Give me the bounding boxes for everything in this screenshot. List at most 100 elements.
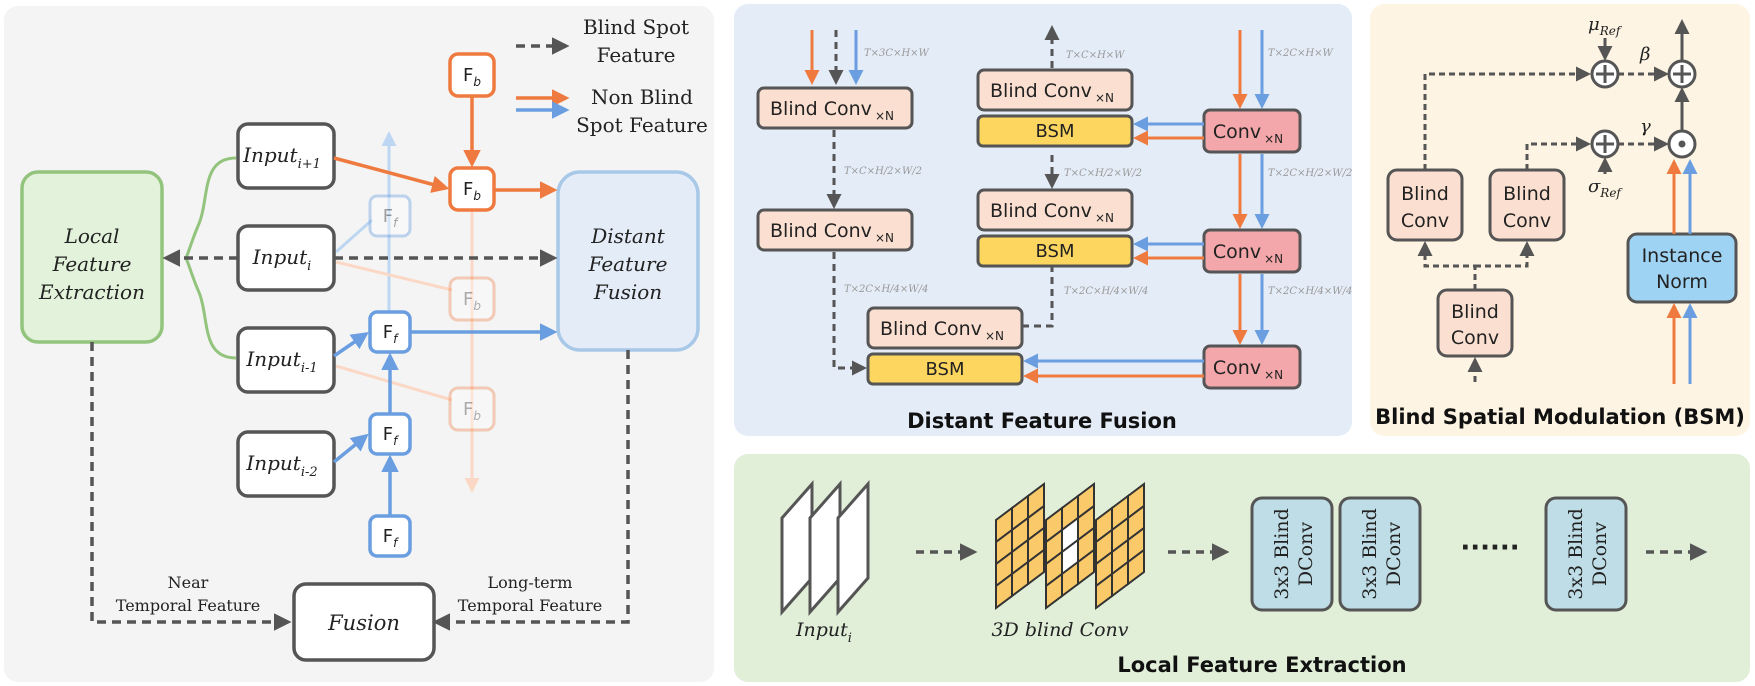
bsm-sigma-label: σRef [1588,176,1623,200]
arrow-input-iplus1-fb [333,156,450,193]
svg-text:Blind Conv×N: Blind Conv×N [770,98,894,123]
dff-title: Distant Feature Fusion [907,409,1177,433]
input-label: Input [252,245,308,269]
dff-blind-conv-5: Blind Conv×N [976,68,1134,112]
svg-text:Blind Conv×N: Blind Conv×N [990,200,1114,225]
svg-text:Ff: Ff [383,322,399,346]
input-sub: i+1 [298,157,321,172]
lfe-dots: ······ [1460,533,1519,563]
dff-box-line1: Distant [590,224,666,248]
svg-text:BSM: BSM [926,359,965,380]
bsm-blind-conv-left: Blind Conv [1386,168,1464,242]
bsm-gamma-label: γ [1640,116,1651,137]
svg-text:Fb: Fb [463,399,481,423]
svg-text:Conv×N: Conv×N [1213,241,1283,266]
lfe-3d-label: 3D blind Conv [991,619,1128,641]
fb-box-top: Fb [448,52,496,98]
arrow-input-iminus1-ff1 [333,332,369,358]
bsm-mu-label: μRef [1588,14,1623,38]
blind-conv-cell [1127,548,1145,586]
legend-nonblind-text-2: Spot Feature [576,113,708,137]
fusion-label: Fusion [327,611,400,635]
dff-dim-3: T×2C×H/4×W/4 [844,284,928,295]
dff-bsm-2: BSM [976,234,1134,268]
input-label: Input [245,347,301,371]
svg-text:Blind Conv×N: Blind Conv×N [990,80,1114,105]
svg-text:Fb: Fb [463,179,481,203]
bsm-plus-sigma [1590,129,1620,159]
svg-text:Blind: Blind [1451,301,1499,323]
svg-text:Ff: Ff [383,206,399,230]
bsm-split-right [1475,241,1535,268]
input-label: Input [242,143,298,167]
svg-text:Inputi: Inputi [252,245,312,274]
bsm-blind-conv-bottom: Blind Conv [1436,288,1514,358]
bsm-title: Blind Spatial Modulation (BSM) [1375,405,1745,429]
svg-text:Norm: Norm [1656,271,1708,293]
dff-bc3-up [1022,249,1060,328]
near-label-2: Temporal Feature [116,596,260,615]
fb-box-faded-1: Fb [448,276,496,322]
input-box-i-plus-1: Inputi+1 [236,122,336,190]
faded-orange-diag2 [335,364,453,402]
bsm-instance-norm: Instance Norm [1626,232,1738,304]
bsm-split-left [1417,241,1477,290]
dff-bsm-3: BSM [866,352,1024,386]
svg-text:Blind: Blind [1503,183,1551,205]
svg-text:Fb: Fb [463,289,481,313]
dff-blind-conv-4: Blind Conv×N [976,188,1134,232]
input-label: Input [245,451,301,475]
blind-conv-cell [1077,548,1095,586]
lfe-title: Local Feature Extraction [1117,653,1406,677]
dff-blind-conv-1: Blind Conv×N [756,86,914,130]
arrow-input-iminus2-ff2 [332,433,369,464]
fb-box-mid: Fb [448,166,496,212]
svg-text:Inputi-1: Inputi-1 [245,347,317,376]
ff-box-faded: Ff [368,194,412,238]
input-box-i-minus-1: Inputi-1 [236,326,336,394]
svg-text:Conv×N: Conv×N [1213,121,1283,146]
fb-box-faded-2: Fb [448,386,496,432]
dff-dim-9: T×2C×H/4×W/4 [1268,286,1352,297]
lfe-box-line2: Feature [52,252,132,276]
dff-dim-2: T×C×H/2×W/2 [844,166,922,177]
blind-conv-cell [1027,548,1045,586]
svg-text:Inputi-2: Inputi-2 [245,451,317,480]
dff-conv-1: Conv×N [1202,108,1302,154]
dff-box-line3: Fusion [593,280,662,304]
svg-text:Conv: Conv [1451,327,1499,349]
faded-blue-diag [335,218,373,254]
svg-text:Ff: Ff [383,424,399,448]
ff-box-2: Ff [368,412,412,456]
dff-dim-1: T×3C×H×W [864,48,930,59]
dff-dim-5: T×2C×H×W [1268,48,1334,59]
input-sub: i-2 [301,465,318,480]
svg-text:Blind Conv×N: Blind Conv×N [770,220,894,245]
ff-box-3: Ff [368,514,412,558]
lfe-box-line3: Extraction [38,280,145,304]
bsm-multiply [1667,129,1697,159]
faded-orange-diag1 [335,260,453,292]
lfe-3d-blind-conv [995,482,1145,610]
svg-text:Blind Conv×N: Blind Conv×N [880,318,1004,343]
dff-dim-7: T×2C×H/4×W/4 [1064,286,1148,297]
bsm-beta-label: β [1639,44,1650,65]
svg-text:BSM: BSM [1036,241,1075,262]
dff-dim-6: T×C×H/2×W/2 [1064,168,1142,179]
svg-text:Conv×N: Conv×N [1213,357,1283,382]
dashed-lfe-fusion [90,342,292,631]
legend-blind-text-1: Blind Spot [583,15,689,39]
dff-box-line2: Feature [588,252,668,276]
dff-down-2 [832,252,867,376]
dff-bsm-1: BSM [976,114,1134,148]
dff-dim-4: T×C×H×W [1066,50,1125,61]
bsm-plus-out [1667,59,1697,89]
long-label-2: Temporal Feature [458,596,602,615]
legend-blind-text-2: Feature [597,43,676,67]
dashed-dff-fusion [432,350,630,631]
